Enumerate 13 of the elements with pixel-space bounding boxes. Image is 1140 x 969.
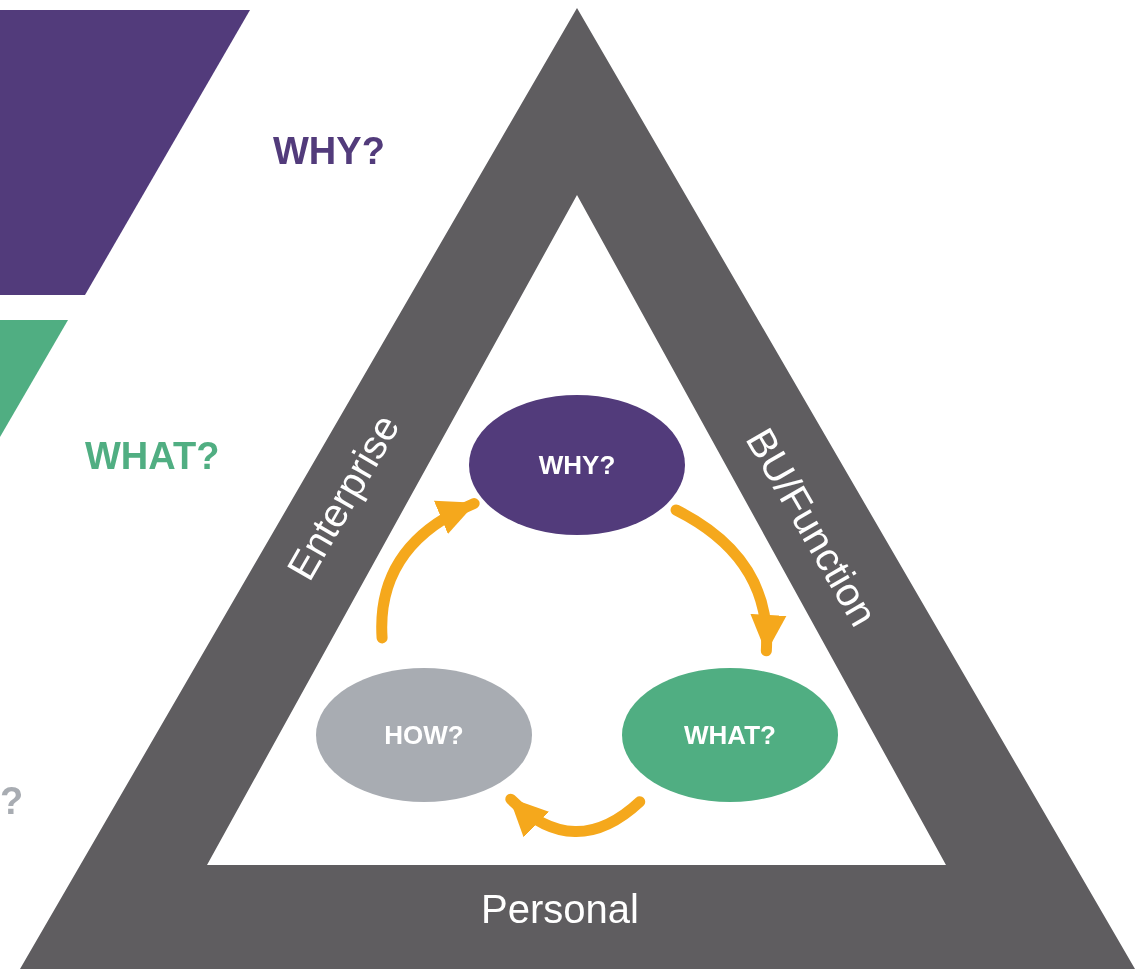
triangle-frame bbox=[20, 8, 1135, 969]
heading-label: WHY? bbox=[273, 130, 385, 173]
curved-arrow bbox=[376, 498, 480, 644]
triangle-shape bbox=[0, 320, 68, 437]
node-label: HOW? bbox=[384, 719, 464, 751]
node-label: WHAT? bbox=[684, 719, 776, 751]
node-label: WHY? bbox=[538, 449, 616, 481]
curved-arrow bbox=[670, 504, 785, 657]
parallelogram-shape bbox=[0, 10, 250, 295]
curved-arrow bbox=[505, 793, 646, 838]
side-label: Personal bbox=[481, 889, 639, 929]
heading-label: ? bbox=[0, 780, 24, 823]
heading-label: WHAT? bbox=[85, 435, 220, 478]
